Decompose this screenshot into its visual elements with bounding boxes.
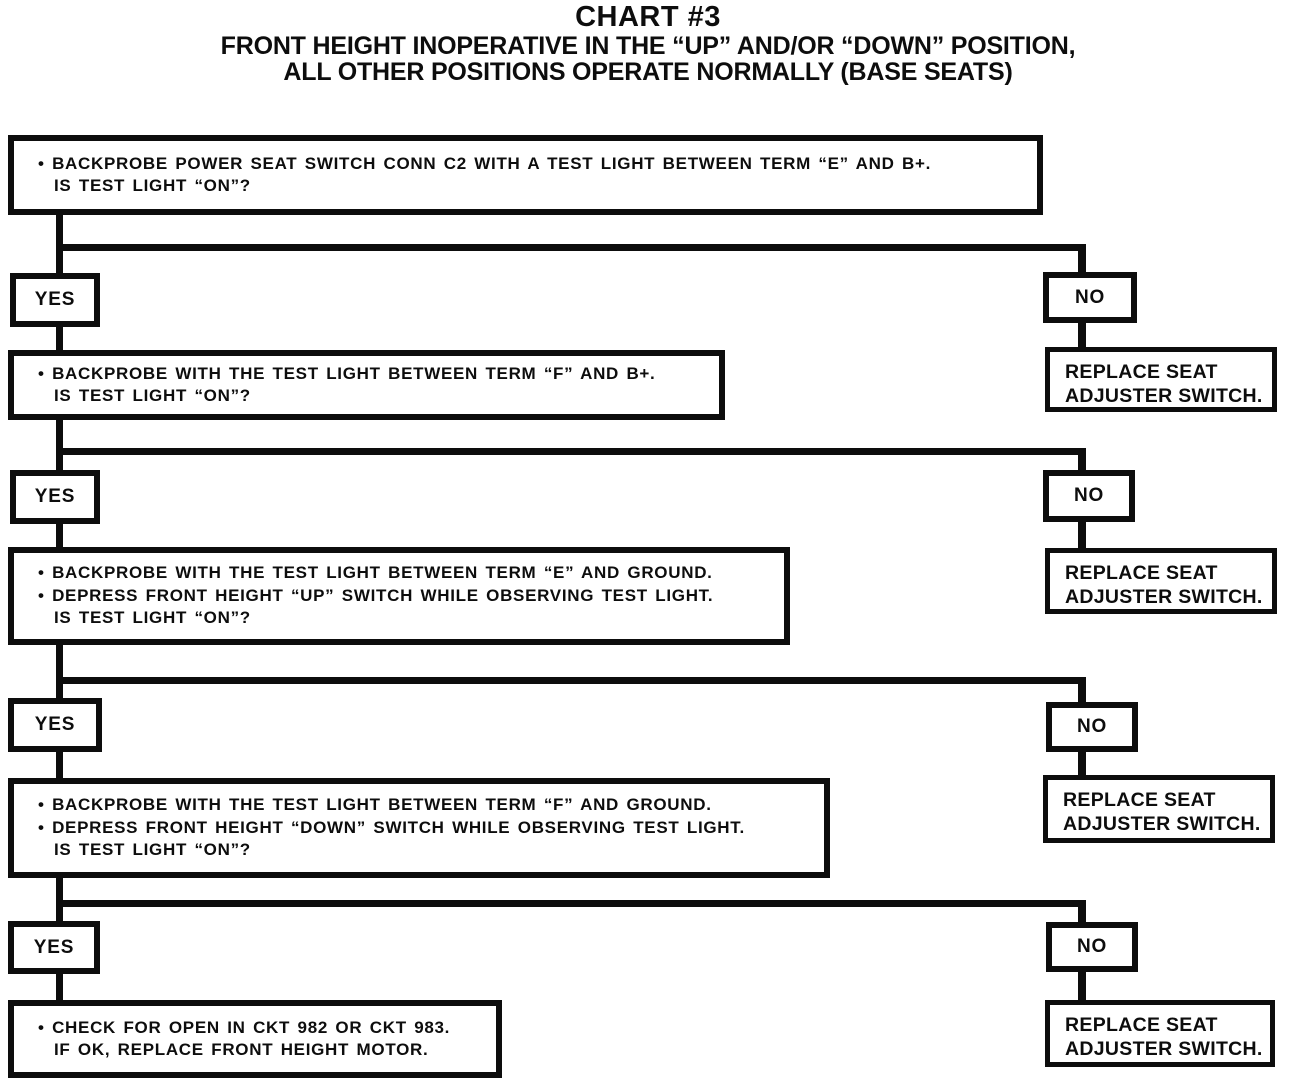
- connector-no4-to-replace4: [1078, 972, 1086, 1000]
- final-action-line-1: • CHECK FOR OPEN IN CKT 982 OR CKT 983.: [38, 1017, 451, 1037]
- connector-branch4-to-no4: [1078, 900, 1086, 922]
- connector-yes4-to-final: [56, 974, 63, 1000]
- connector-yes2-to-step3: [56, 524, 63, 547]
- chart-subtitle-line-2: ALL OTHER POSITIONS OPERATE NORMALLY (BA…: [283, 58, 1013, 86]
- step-4-line-2: • DEPRESS FRONT HEIGHT “DOWN” SWITCH WHI…: [38, 817, 745, 837]
- yes-box-4: YES: [8, 921, 100, 974]
- yes-box-3: YES: [8, 698, 102, 752]
- step-4-line-3: IS TEST LIGHT “ON”?: [54, 840, 251, 860]
- final-action-box: • CHECK FOR OPEN IN CKT 982 OR CKT 983. …: [8, 1000, 502, 1078]
- replace-switch-box-1: REPLACE SEAT ADJUSTER SWITCH.: [1045, 347, 1277, 412]
- branch-line-4: [56, 900, 1086, 907]
- replace-switch-1-line-1: REPLACE SEAT: [1065, 361, 1218, 383]
- connector-branch3-to-no3: [1078, 677, 1086, 702]
- step-1-line-1: • BACKPROBE POWER SEAT SWITCH CONN C2 WI…: [38, 153, 932, 173]
- step-3-line-1: • BACKPROBE WITH THE TEST LIGHT BETWEEN …: [38, 563, 713, 583]
- replace-switch-box-4: REPLACE SEAT ADJUSTER SWITCH.: [1045, 1000, 1275, 1067]
- chart-title: CHART #3: [575, 1, 721, 33]
- chart-title-block: CHART #3 FRONT HEIGHT INOPERATIVE IN THE…: [0, 1, 1296, 86]
- connector-no3-to-replace3: [1078, 752, 1086, 775]
- step-1-box: • BACKPROBE POWER SEAT SWITCH CONN C2 WI…: [8, 135, 1043, 215]
- replace-switch-2-line-1: REPLACE SEAT: [1065, 562, 1218, 584]
- branch-line-3: [56, 677, 1086, 684]
- connector-branch1-to-no1: [1078, 244, 1086, 272]
- step-3-line-3: IS TEST LIGHT “ON”?: [54, 608, 251, 628]
- connector-yes1-to-step2: [56, 327, 63, 350]
- final-action-line-2: IF OK, REPLACE FRONT HEIGHT MOTOR.: [54, 1040, 429, 1059]
- connector-step3-to-yes3: [56, 645, 63, 698]
- replace-switch-4-line-2: ADJUSTER SWITCH.: [1065, 1037, 1263, 1060]
- step-2-box: • BACKPROBE WITH THE TEST LIGHT BETWEEN …: [8, 350, 725, 420]
- step-2-line-1: • BACKPROBE WITH THE TEST LIGHT BETWEEN …: [38, 363, 656, 383]
- chart-subtitle-line-1: FRONT HEIGHT INOPERATIVE IN THE “UP” AND…: [220, 32, 1076, 60]
- connector-yes3-to-step4: [56, 752, 63, 778]
- replace-switch-2-line-2: ADJUSTER SWITCH.: [1065, 585, 1263, 608]
- branch-line-1: [56, 244, 1086, 251]
- no-box-4: NO: [1046, 922, 1138, 972]
- yes-box-2: YES: [10, 470, 100, 524]
- connector-step2-to-yes2: [56, 420, 63, 470]
- step-2-line-2: IS TEST LIGHT “ON”?: [54, 386, 251, 405]
- no-box-1: NO: [1043, 272, 1137, 323]
- no-box-3: NO: [1046, 702, 1138, 752]
- replace-switch-3-line-2: ADJUSTER SWITCH.: [1063, 812, 1261, 835]
- step-3-line-2: • DEPRESS FRONT HEIGHT “UP” SWITCH WHILE…: [38, 585, 714, 605]
- branch-line-2: [56, 448, 1086, 455]
- no-box-2: NO: [1043, 470, 1135, 522]
- step-1-line-2: IS TEST LIGHT “ON”?: [54, 176, 251, 195]
- replace-switch-box-3: REPLACE SEAT ADJUSTER SWITCH.: [1043, 775, 1275, 843]
- replace-switch-4-line-1: REPLACE SEAT: [1065, 1014, 1218, 1036]
- connector-no1-to-replace1: [1078, 323, 1086, 347]
- step-4-line-1: • BACKPROBE WITH THE TEST LIGHT BETWEEN …: [38, 795, 712, 815]
- step-3-box: • BACKPROBE WITH THE TEST LIGHT BETWEEN …: [8, 547, 790, 645]
- replace-switch-box-2: REPLACE SEAT ADJUSTER SWITCH.: [1045, 548, 1277, 614]
- replace-switch-1-line-2: ADJUSTER SWITCH.: [1065, 384, 1263, 407]
- replace-switch-3-line-1: REPLACE SEAT: [1063, 789, 1216, 811]
- connector-no2-to-replace2: [1078, 522, 1086, 548]
- step-4-box: • BACKPROBE WITH THE TEST LIGHT BETWEEN …: [8, 778, 830, 878]
- yes-box-1: YES: [10, 273, 100, 327]
- connector-branch2-to-no2: [1078, 448, 1086, 470]
